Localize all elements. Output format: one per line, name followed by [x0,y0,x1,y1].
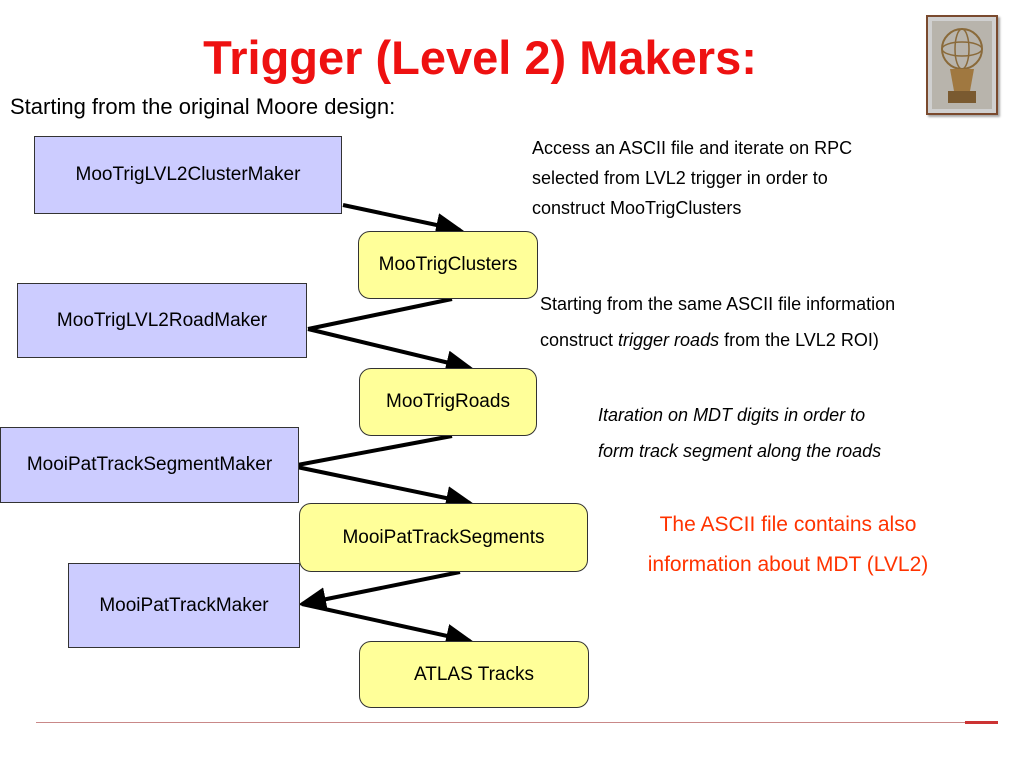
note-roads-text: from the LVL2 ROI) [719,330,879,350]
note-mdt-line: The ASCII file contains also [659,513,917,536]
note-roads-line: Starting from the same ASCII file inform… [540,294,896,314]
arrow-roadmaker-to-roads [307,327,474,375]
arrow-segmentmaker-to-segments [291,464,474,510]
note-segments-line: Itaration on MDT digits in order to [598,405,866,425]
line-roads-to-segmentmaker [291,434,453,468]
arrow-trackmaker-to-atlas-tracks [301,602,474,648]
line-clusters-to-roadmaker [307,297,453,331]
box-tracksegmentmaker: MooiPatTrackSegmentMaker [0,427,299,503]
note-roads: Starting from the same ASCII file inform… [540,286,895,358]
note-roads-text: construct [540,330,619,350]
footer-accent [965,721,998,724]
note-clusters-line: selected from LVL2 trigger in order to [532,168,828,188]
page-title: Trigger (Level 2) Makers: [203,31,757,84]
box-mootrigclusters: MooTrigClusters [358,231,538,299]
arrow-segments-to-trackmaker [298,570,461,611]
note-roads-italic: trigger roads [618,330,720,350]
box-mootrigroads: MooTrigRoads [359,368,537,436]
note-segments-line: form track segment along the roads [598,441,882,461]
note-mdt: The ASCII file contains also information… [608,505,968,585]
note-mdt-line: information about MDT (LVL2) [647,553,929,576]
note-roads-line: construct trigger roads from the LVL2 RO… [540,322,895,358]
box-roadmaker: MooTrigLVL2RoadMaker [17,283,307,358]
note-clusters: Access an ASCII file and iterate on RPC … [532,133,852,223]
footer-divider [36,722,998,723]
box-atlas-tracks: ATLAS Tracks [359,641,589,708]
box-trackmaker: MooiPatTrackMaker [68,563,300,648]
arrow-clustermaker-to-clusters [342,203,464,237]
box-mooipattracksegments: MooiPatTrackSegments [299,503,588,572]
note-clusters-line: Access an ASCII file and iterate on RPC [532,138,853,158]
page-subtitle: Starting from the original Moore design: [10,94,396,119]
note-clusters-line: construct MooTrigClusters [532,198,742,218]
note-segments: Itaration on MDT digits in order to form… [598,397,881,469]
atlas-logo-icon [926,15,998,115]
box-clustermaker: MooTrigLVL2ClusterMaker [34,136,342,214]
